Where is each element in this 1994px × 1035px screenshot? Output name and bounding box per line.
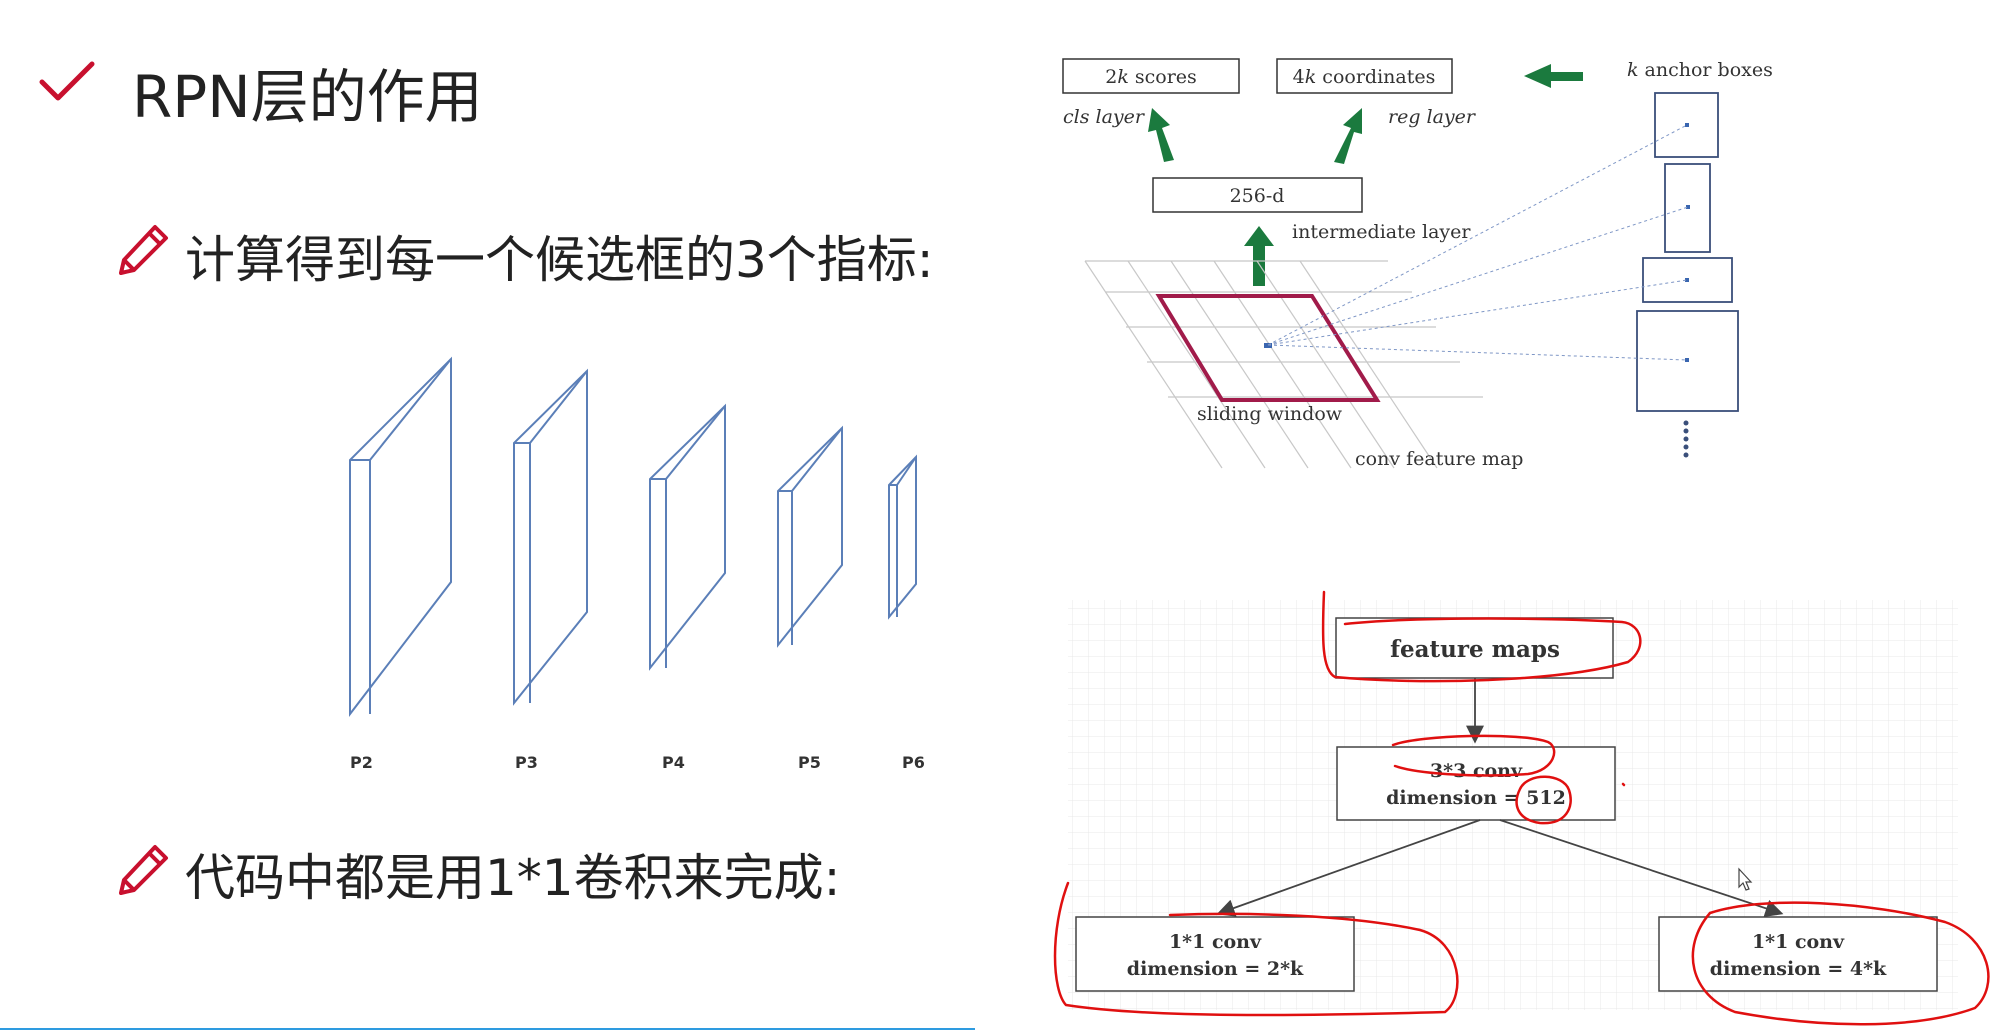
annotation-cls-conv [1053,881,1459,1017]
conv3-line2: dimension = 512 [1386,787,1566,809]
pyramid-label-p5: P5 [798,753,821,772]
bullet-text-metrics: 计算得到每一个候选框的3个指标: [185,231,934,289]
arrow-to-intermediate [1244,226,1274,286]
cls-layer-label: cls layer [1063,106,1146,128]
pyramid-layer-p6 [888,454,917,620]
intermediate-box [1152,177,1363,213]
pyramid-layer-p3 [513,368,588,706]
conv-feature-map-label: conv feature map [1355,448,1523,470]
cls-scores-label: 2k scores [1105,66,1197,88]
footer-divider [0,1028,975,1030]
annotation-dimension [1515,775,1572,825]
feature-maps-label: feature maps [1390,636,1560,663]
feature-pyramid [349,356,917,717]
cls-conv-line2: dimension = 2*k [1127,958,1304,980]
rpn-figure: 2k scores 4k coordinates cls layer reg l… [1062,58,1773,470]
anchor-box-4 [1636,310,1739,412]
intermediate-layer-label: intermediate layer [1292,221,1471,243]
sliding-window-label: sliding window [1197,403,1343,425]
reg-conv-line2: dimension = 4*k [1710,958,1887,980]
flow-diagram: feature maps 3*3 conv dimension = 512 1*… [1053,590,1990,1026]
conv-feature-grid [1084,260,1483,469]
pyramid-label-p4: P4 [662,753,685,772]
reg-coords-box [1276,58,1453,94]
annotation-reg-conv [1691,901,1990,1026]
cls-conv-line1: 1*1 conv [1169,931,1262,953]
anchor-boxes-label: k anchor boxes [1627,59,1773,81]
pyramid-layer-p4 [649,403,726,671]
check-icon [39,61,95,101]
pyramid-layer-p5 [777,425,843,648]
reg-conv-box [1658,916,1938,992]
reg-conv-line1: 1*1 conv [1752,931,1845,953]
bullet-text-conv: 代码中都是用1*1卷积来完成: [185,849,841,907]
annotation-conv3 [1391,734,1556,777]
conv3-line1: 3*3 conv [1430,760,1523,782]
arrow-to-reg [1334,108,1362,164]
cursor-icon [1738,867,1753,891]
sliding-window [1155,294,1381,402]
reg-coords-label: 4k coordinates [1293,66,1436,88]
anchor-box-1 [1654,92,1719,158]
arrow-from-anchors [1524,64,1583,88]
reg-layer-label: reg layer [1388,106,1477,128]
intermediate-box-label: 256-d [1230,185,1285,207]
cls-scores-box [1062,58,1240,94]
anchor-box-2 [1664,163,1711,253]
arrow-to-cls [1148,108,1174,162]
more-anchors-dots [1683,420,1689,458]
annotation-feature-maps [1321,590,1642,683]
pyramid-layer-p2 [349,356,452,717]
pencil-icon [119,845,168,895]
cls-conv-box [1075,916,1355,992]
pencil-icon [119,225,168,275]
pyramid-label-p6: P6 [902,753,925,772]
feature-maps-box [1335,617,1614,679]
conv3-box [1336,746,1616,821]
pyramid-label-p2: P2 [350,753,373,772]
pyramid-label-p3: P3 [515,753,538,772]
anchor-box-3 [1642,257,1733,303]
slide-title: RPN层的作用 [132,63,483,131]
